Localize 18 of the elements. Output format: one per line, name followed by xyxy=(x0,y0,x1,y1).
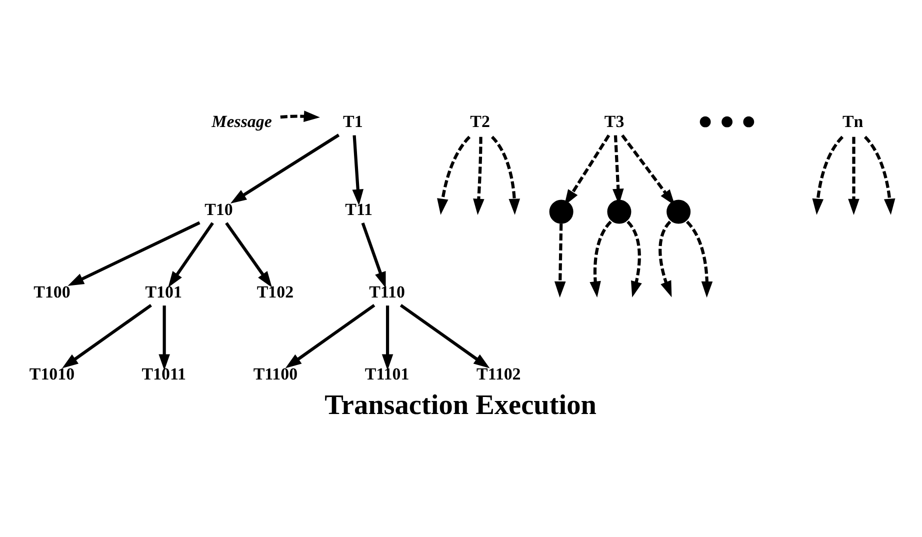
node-text: T1102 xyxy=(476,364,521,383)
caption: Transaction Execution xyxy=(324,389,596,420)
node-text: T1100 xyxy=(253,364,298,383)
node-text: T102 xyxy=(256,282,294,301)
node-text: T1 xyxy=(343,112,363,131)
node-text: T3 xyxy=(604,112,624,131)
node-text: T100 xyxy=(34,282,70,301)
node-text: T10 xyxy=(204,199,233,218)
node-text: T2 xyxy=(470,112,490,131)
node-text: T1010 xyxy=(29,364,75,383)
node-text: T101 xyxy=(145,282,182,301)
node-text: Tn xyxy=(842,112,864,131)
node-text: T1101 xyxy=(364,364,410,383)
node-text: T110 xyxy=(369,282,405,301)
node-text: Message xyxy=(212,112,272,131)
node-text: T1011 xyxy=(142,364,186,383)
label: ● ● ● xyxy=(698,106,756,134)
node-text: T11 xyxy=(345,199,372,218)
